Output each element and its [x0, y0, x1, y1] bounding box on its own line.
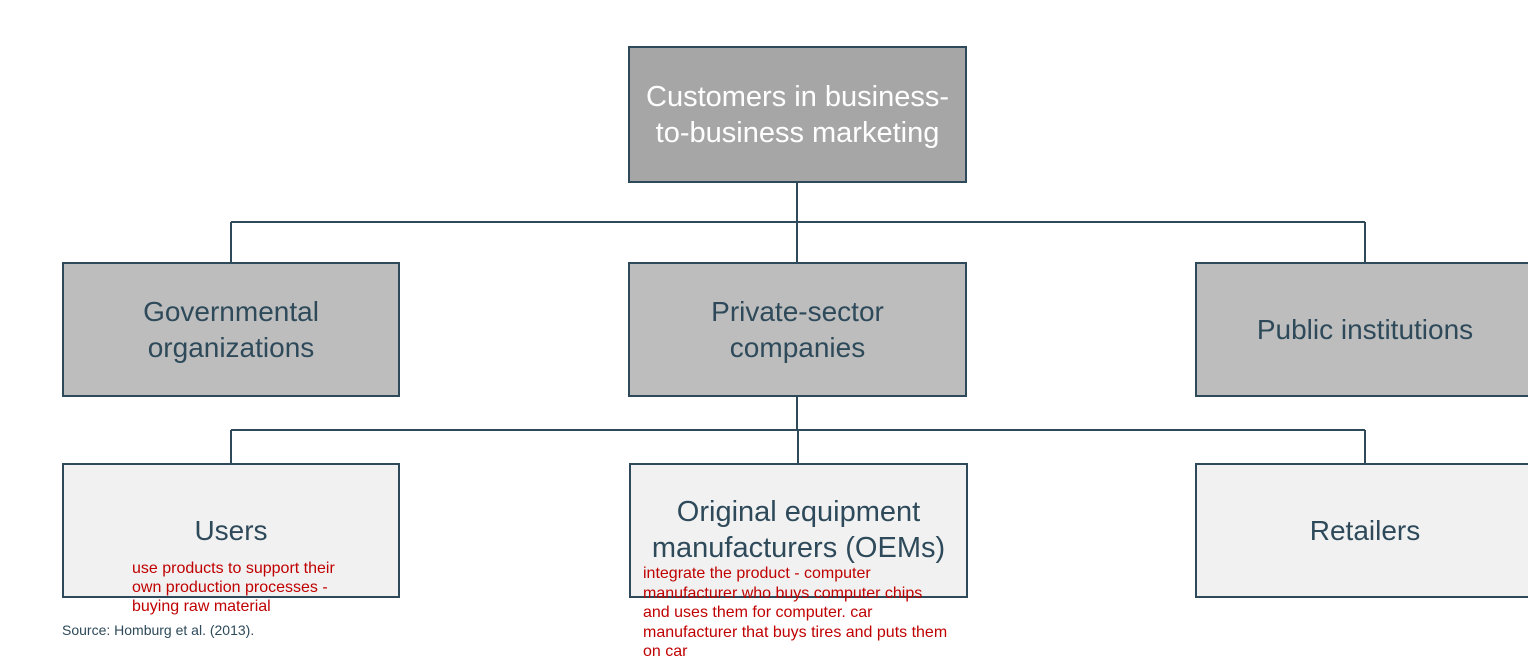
node-public-institutions-label: Public institutions	[1256, 313, 1474, 345]
node-retailers: Retailers	[1195, 463, 1528, 598]
annotation-oems: integrate the product - computer manufac…	[643, 565, 948, 660]
node-governmental-organizations-label: Governmental organizations	[143, 295, 319, 363]
node-oems-label: Original equipment manufacturers (OEMs)	[651, 495, 946, 564]
node-users-label: Users	[194, 514, 268, 546]
node-private-sector-companies-label: Private-sector companies	[711, 295, 884, 363]
source-citation: Source: Homburg et al. (2013).	[62, 622, 255, 638]
node-retailers-label: Retailers	[1309, 514, 1421, 546]
annotation-users: use products to support their own produc…	[132, 560, 335, 615]
node-customers-b2b: Customers in business-to-business market…	[628, 46, 967, 183]
node-private-sector-companies: Private-sector companies	[628, 262, 967, 397]
node-users: Users	[62, 463, 400, 598]
node-public-institutions: Public institutions	[1195, 262, 1528, 397]
node-customers-b2b-label: Customers in business-to-business market…	[646, 80, 949, 149]
node-governmental-organizations: Governmental organizations	[62, 262, 400, 397]
node-oems: Original equipment manufacturers (OEMs)	[629, 463, 968, 598]
